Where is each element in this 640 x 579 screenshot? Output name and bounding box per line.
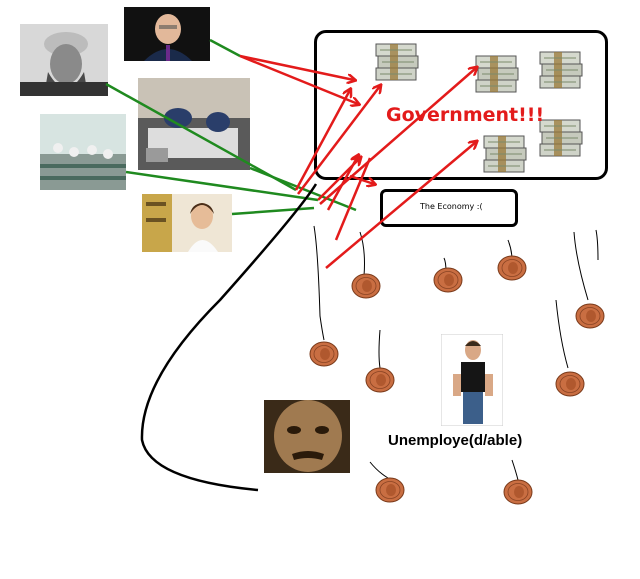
black-curve-line [140, 183, 318, 492]
penny-icon [351, 273, 381, 299]
photo-businessman [124, 7, 210, 61]
photo-miner [20, 24, 108, 96]
penny-icon [365, 367, 395, 393]
economy-label: The Economy :( [420, 202, 483, 211]
penny-icon [433, 267, 463, 293]
red-arrow-lines [239, 54, 476, 269]
photo-unemployed-man [441, 334, 503, 426]
penny-icon [503, 479, 533, 505]
penny-strings [313, 225, 599, 481]
green-connector-lines [105, 38, 357, 216]
penny-icon [575, 303, 605, 329]
unemployed-label: Unemploye(d/able) [388, 432, 523, 449]
penny-icon [375, 477, 405, 503]
government-label: Government!!! [386, 104, 545, 126]
photo-factory [40, 114, 126, 190]
money-stack-icon [483, 135, 527, 173]
money-stack-icon [539, 119, 583, 157]
government-box [314, 30, 608, 180]
economy-box [380, 189, 518, 227]
money-stack-icon [375, 43, 419, 81]
photo-office-woman [142, 194, 232, 252]
penny-icon [555, 371, 585, 397]
penny-icon [497, 255, 527, 281]
money-stack-icon [475, 55, 519, 93]
penny-icon [309, 341, 339, 367]
money-stack-icon [539, 51, 583, 89]
photo-stern-man [264, 400, 350, 473]
